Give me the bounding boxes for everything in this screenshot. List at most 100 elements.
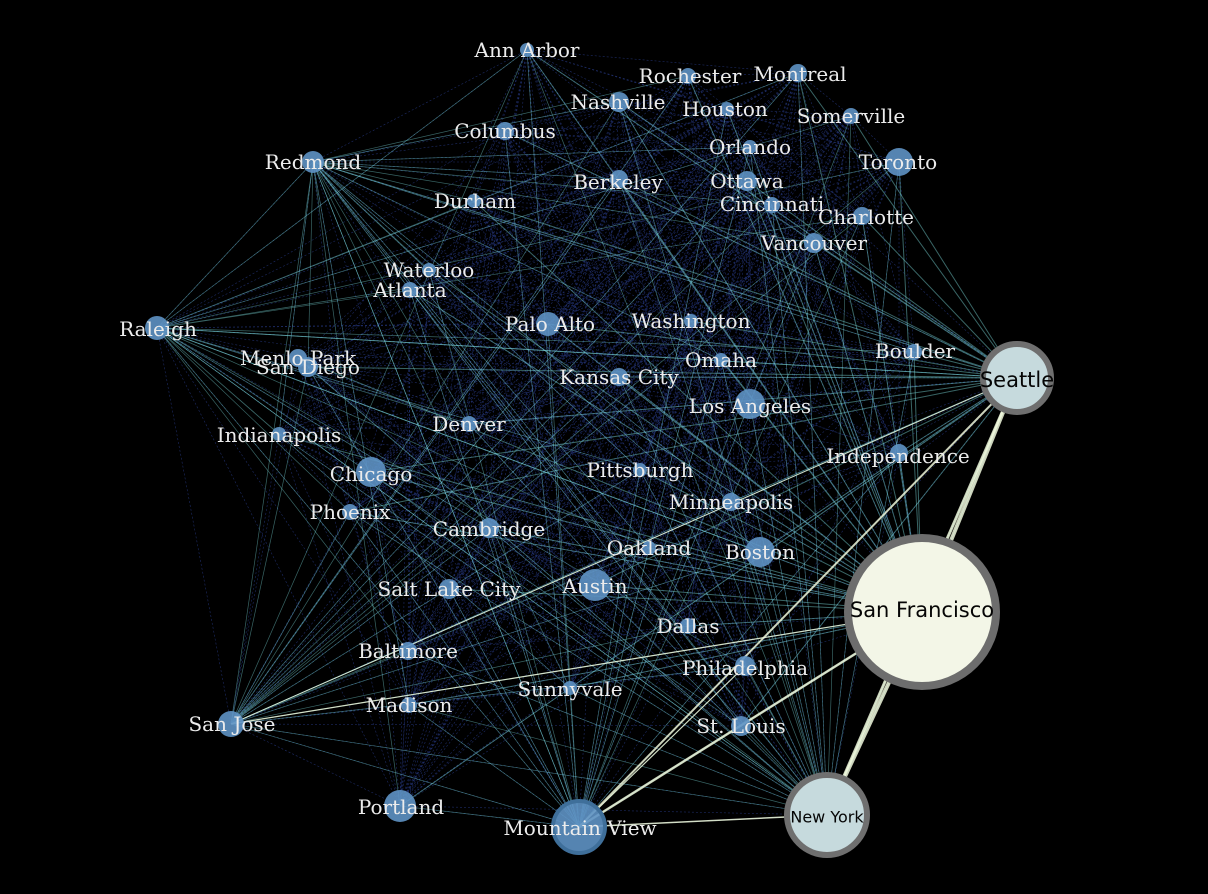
node-berkeley[interactable] — [610, 170, 628, 188]
node-columbus[interactable] — [496, 122, 514, 140]
node-toronto[interactable] — [885, 148, 913, 176]
strong-edge-san-francisco-san-jose — [230, 611, 923, 725]
node-label-durham: Durham — [434, 189, 516, 213]
node-label-madison: Madison — [366, 693, 453, 717]
node-label-seattle: Seattle — [980, 368, 1054, 392]
node-label-ottawa: Ottawa — [710, 169, 784, 193]
node-chicago[interactable] — [356, 457, 386, 487]
node-label-mountain-view: Mountain View — [503, 816, 656, 840]
node-san-diego[interactable] — [298, 357, 318, 377]
node-phoenix[interactable] — [342, 504, 358, 520]
node-raleigh[interactable] — [145, 316, 169, 340]
node-salt-lake-city[interactable] — [439, 579, 459, 599]
node-orlando[interactable] — [743, 140, 757, 154]
node-ottawa[interactable] — [737, 171, 757, 191]
node-pittsburgh[interactable] — [633, 463, 647, 477]
node-omaha[interactable] — [714, 353, 728, 367]
node-somerville[interactable] — [843, 108, 859, 124]
node-label-san-diego: San Diego — [256, 355, 360, 379]
node-label-orlando: Orlando — [709, 135, 791, 159]
node-nashville[interactable] — [609, 92, 629, 112]
node-montreal[interactable] — [789, 64, 807, 82]
node-label-toronto: Toronto — [859, 150, 937, 174]
node-baltimore[interactable] — [399, 642, 417, 660]
node-label-omaha: Omaha — [685, 348, 757, 372]
node-philadelphia[interactable] — [735, 656, 755, 676]
node-label-indianapolis: Indianapolis — [217, 423, 342, 447]
node-label-columbus: Columbus — [454, 119, 556, 143]
node-san-francisco[interactable] — [844, 534, 1000, 690]
node-label-independence: Independence — [826, 444, 970, 468]
node-cambridge[interactable] — [479, 518, 499, 538]
node-minneapolis[interactable] — [722, 493, 740, 511]
node-label-baltimore: Baltimore — [358, 639, 458, 663]
node-san-jose[interactable] — [218, 711, 244, 737]
node-rochester[interactable] — [680, 68, 696, 84]
node-label-raleigh: Raleigh — [119, 317, 197, 341]
node-label-cincinnati: Cincinnati — [720, 192, 824, 216]
node-label-montreal: Montreal — [753, 62, 846, 86]
edge-layer-dense — [156, 49, 1018, 828]
node-label-los-angeles: Los Angeles — [689, 394, 811, 418]
node-houston[interactable] — [720, 102, 734, 116]
node-label-new-york: New York — [790, 808, 864, 827]
node-new-york[interactable] — [784, 772, 870, 858]
node-denver[interactable] — [461, 416, 477, 432]
node-los-angeles[interactable] — [735, 389, 765, 419]
node-madison[interactable] — [401, 697, 417, 713]
node-label-salt-lake-city: Salt Lake City — [378, 577, 522, 601]
node-indianapolis[interactable] — [272, 427, 286, 441]
node-austin[interactable] — [579, 569, 611, 601]
node-layer — [145, 43, 1054, 858]
node-portland[interactable] — [384, 790, 416, 822]
node-label-austin: Austin — [562, 574, 628, 598]
node-label-dallas: Dallas — [657, 614, 720, 638]
strong-edge-seattle-san-jose — [230, 377, 1018, 725]
node-washington[interactable] — [684, 314, 698, 328]
node-boulder[interactable] — [906, 344, 922, 360]
node-palo-alto[interactable] — [536, 312, 560, 336]
node-redmond[interactable] — [302, 151, 324, 173]
dense-edges — [156, 49, 1018, 828]
node-seattle[interactable] — [980, 341, 1054, 415]
node-sunnyvale[interactable] — [563, 681, 577, 695]
node-dallas[interactable] — [680, 618, 696, 634]
hub-edges-mountain-view — [156, 49, 923, 828]
node-label-washington: Washington — [632, 309, 751, 333]
node-label-waterloo: Waterloo — [384, 258, 475, 282]
node-label-rochester: Rochester — [639, 64, 742, 88]
node-charlotte[interactable] — [853, 207, 871, 225]
node-label-ann-arbor: Ann Arbor — [474, 38, 580, 62]
node-label-charlotte: Charlotte — [818, 205, 914, 229]
hub-edges-san-francisco — [156, 49, 1018, 828]
node-waterloo[interactable] — [422, 263, 436, 277]
node-label-denver: Denver — [432, 412, 506, 436]
node-cincinnati[interactable] — [764, 197, 780, 213]
hub-edges-raleigh — [156, 49, 1018, 816]
node-independence[interactable] — [890, 444, 908, 462]
strong-edge-mountain-view-philadelphia — [578, 665, 746, 828]
node-label-menlo-park: Menlo Park — [240, 346, 357, 370]
node-oakland[interactable] — [642, 541, 656, 555]
node-label-st-louis: St. Louis — [696, 714, 785, 738]
node-atlanta[interactable] — [402, 282, 418, 298]
node-label-boston: Boston — [725, 540, 795, 564]
node-kansas-city[interactable] — [610, 368, 628, 386]
node-vancouver[interactable] — [804, 233, 824, 253]
node-mountain-view[interactable] — [551, 799, 607, 855]
hub-edges-redmond — [156, 75, 915, 828]
node-label-houston: Houston — [682, 97, 768, 121]
node-label-phoenix: Phoenix — [310, 500, 391, 524]
node-durham[interactable] — [467, 194, 481, 208]
node-label-kansas-city: Kansas City — [559, 365, 679, 389]
node-label-chicago: Chicago — [330, 462, 413, 486]
node-label-philadelphia: Philadelphia — [682, 656, 808, 680]
node-label-oakland: Oakland — [607, 536, 692, 560]
node-ann-arbor[interactable] — [520, 43, 534, 57]
node-st-louis[interactable] — [731, 716, 751, 736]
node-label-sunnyvale: Sunnyvale — [517, 677, 622, 701]
node-label-pittsburgh: Pittsburgh — [586, 458, 693, 482]
node-boston[interactable] — [745, 537, 775, 567]
